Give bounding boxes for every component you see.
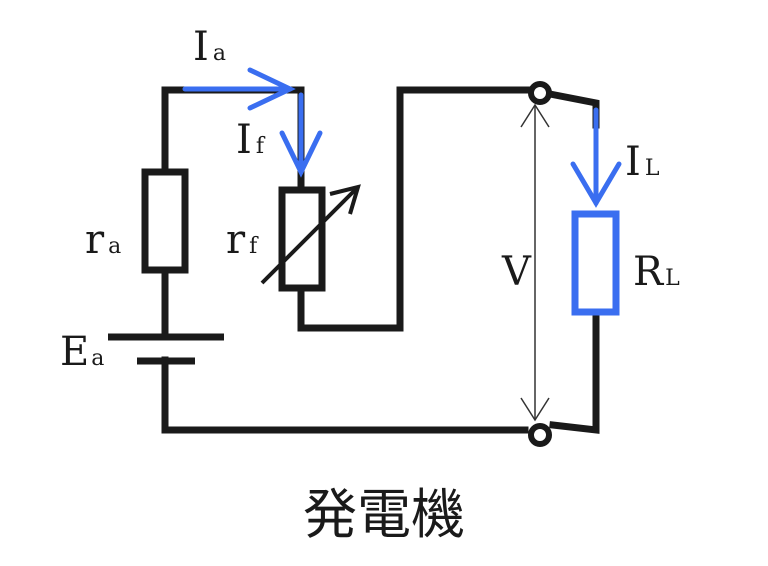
resistor-RL [571,210,620,316]
variable-resistor-rf [260,184,361,292]
wire-terminal-RL-top [545,89,600,129]
diagram-title: 発電機 [303,483,465,546]
wire-RL-bottom [549,308,600,434]
current-If-arrow-icon [279,130,323,178]
resistor-ra [141,168,189,274]
terminal-bottom [528,423,552,447]
current-arrows [182,67,622,208]
variable-arrow-head-icon [329,184,361,215]
current-IL-arrow-icon [570,161,622,208]
label-RL: RL [633,249,680,295]
voltage-double-arrow [520,103,550,422]
label-V: V [501,249,532,295]
label-Ea: Ea [60,329,104,375]
resistor-rf-body [278,186,326,292]
variable-arrow-shaft [260,185,360,285]
current-Ia-arrow-icon [247,67,296,111]
terminal-top [528,81,552,105]
voltage-arrow-top-icon [520,103,550,128]
battery-Ea [108,333,224,365]
voltage-arrow-bottom-icon [520,397,550,422]
wire-rf-terminal [297,86,534,332]
wire-bottom [161,356,529,434]
